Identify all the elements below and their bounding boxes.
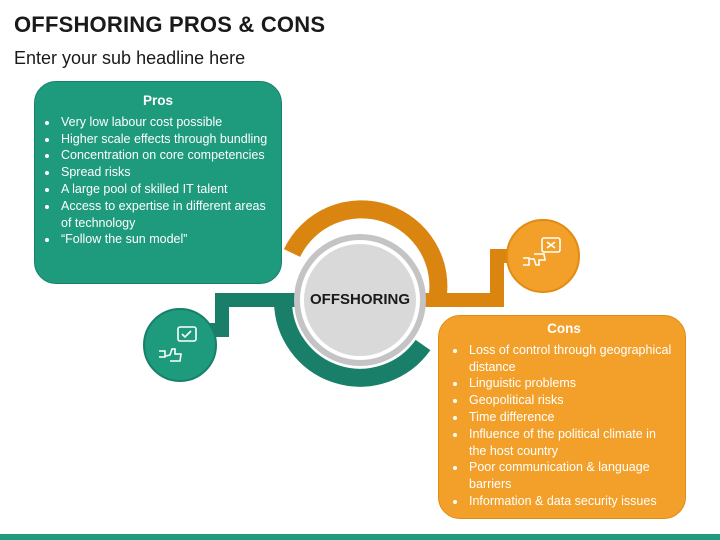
list-item: “Follow the sun model” <box>59 231 271 248</box>
hub-label: OFFSHORING <box>310 291 410 308</box>
orange-outer-arc <box>283 200 448 303</box>
hub-circle <box>300 240 420 360</box>
pros-box: Pros Very low labour cost possible Highe… <box>34 81 282 284</box>
pros-list: Very low labour cost possible Higher sca… <box>45 114 271 248</box>
cons-icon-circle <box>506 219 580 293</box>
page-title: OFFSHORING PROS & CONS <box>14 12 326 37</box>
pros-icon-circle <box>143 308 217 382</box>
list-item: Access to expertise in different areas o… <box>59 198 271 232</box>
thumbs-up-approval-icon <box>159 326 197 362</box>
list-item: Loss of control through geographical dis… <box>467 342 675 376</box>
thumbs-down-rejection-icon <box>523 237 561 266</box>
list-item: Influence of the political climate in th… <box>467 426 675 460</box>
bottom-accent-bar <box>0 534 720 540</box>
list-item: Information & data security issues <box>467 493 675 510</box>
list-item: Poor communication & language barriers <box>467 459 675 493</box>
list-item: Higher scale effects through bundling <box>59 131 271 148</box>
teal-outer-arc <box>274 300 431 387</box>
page-subtitle: Enter your sub headline here <box>14 48 246 68</box>
list-item: Time difference <box>467 409 675 426</box>
list-item: Very low labour cost possible <box>59 114 271 131</box>
list-item: Concentration on core competencies <box>59 147 271 164</box>
list-item: Spread risks <box>59 164 271 181</box>
list-item: Geopolitical risks <box>467 392 675 409</box>
list-item: A large pool of skilled IT talent <box>59 181 271 198</box>
cons-box: Cons Loss of control through geographica… <box>438 315 686 519</box>
cons-heading: Cons <box>547 321 581 336</box>
pros-heading: Pros <box>142 93 173 108</box>
list-item: Linguistic problems <box>467 375 675 392</box>
cons-list: Loss of control through geographical dis… <box>453 342 675 510</box>
